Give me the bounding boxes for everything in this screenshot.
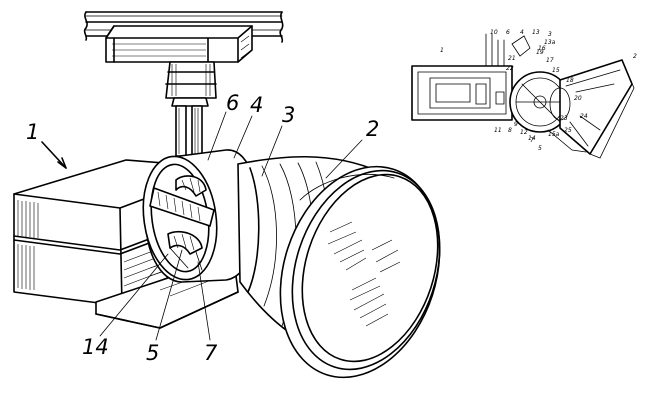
track-adapter [105,25,253,63]
numeral-6: 6 [226,91,239,115]
numeral-3: 3 [282,103,295,127]
leader-1 [41,141,67,169]
main-figure: 1 6 4 3 2 14 5 7 [13,11,441,379]
inset-figure: 1 2 3 4 5 6 7 8 9 10 11 12 13 13a 14 15 … [411,29,637,159]
inset-numeral-9: 9 [514,121,518,128]
leader-5 [155,249,183,341]
inset-numeral-13: 13 [532,29,540,36]
inset-numeral-15: 15 [552,67,560,74]
inset-numeral-20: 20 [574,95,582,102]
inset-numeral-10: 10 [490,29,498,36]
inset-numeral-14: 14 [528,135,536,142]
numeral-4: 4 [250,93,263,117]
numeral-5: 5 [146,341,159,365]
main-reference-numerals: 1 6 4 3 2 14 5 7 [26,91,379,365]
reflector-head [279,165,441,379]
inset-numeral-1: 1 [440,47,444,54]
inset-numeral-2: 2 [633,53,637,60]
numeral-1: 1 [26,120,39,144]
leader-2 [325,139,363,179]
leader-6 [207,111,227,161]
inset-numeral-17: 17 [546,57,554,64]
inset-numeral-22: 22 [506,65,514,72]
inset-numeral-12: 12 [520,129,528,136]
inset-numeral-3: 3 [548,31,552,38]
inset-numeral-5: 5 [538,145,542,152]
inset-numeral-24: 24 [580,113,588,120]
leader-7 [197,261,211,341]
inset-numeral-23: 23 [560,115,568,122]
inset-numeral-13a: 13a [544,39,556,46]
inset-numeral-7: 7 [530,137,534,144]
inset-reflector [559,59,633,155]
inset-numeral-25: 25 [564,127,572,134]
inset-numeral-11: 11 [494,127,502,134]
numeral-14: 14 [82,335,109,359]
leader-14 [99,253,169,337]
numeral-2: 2 [366,117,379,141]
inset-numeral-4: 4 [520,29,524,36]
inset-numeral-6: 6 [506,29,510,36]
inset-reference-numerals: 1 2 3 4 5 6 7 8 9 10 11 12 13 13a 14 15 … [440,29,637,152]
inset-numeral-8: 8 [508,127,512,134]
inset-numeral-15a: 15a [548,131,560,138]
stem [165,61,217,157]
numeral-7: 7 [204,341,218,365]
leader-3 [261,125,283,177]
arrow-1 [57,157,67,169]
inset-numeral-21: 21 [508,55,516,62]
inset-numeral-19: 19 [536,49,544,56]
inset-housing [411,65,513,121]
leader-4 [233,115,253,159]
inset-numeral-18: 18 [566,77,574,84]
inset-numeral-16: 16 [538,45,546,52]
